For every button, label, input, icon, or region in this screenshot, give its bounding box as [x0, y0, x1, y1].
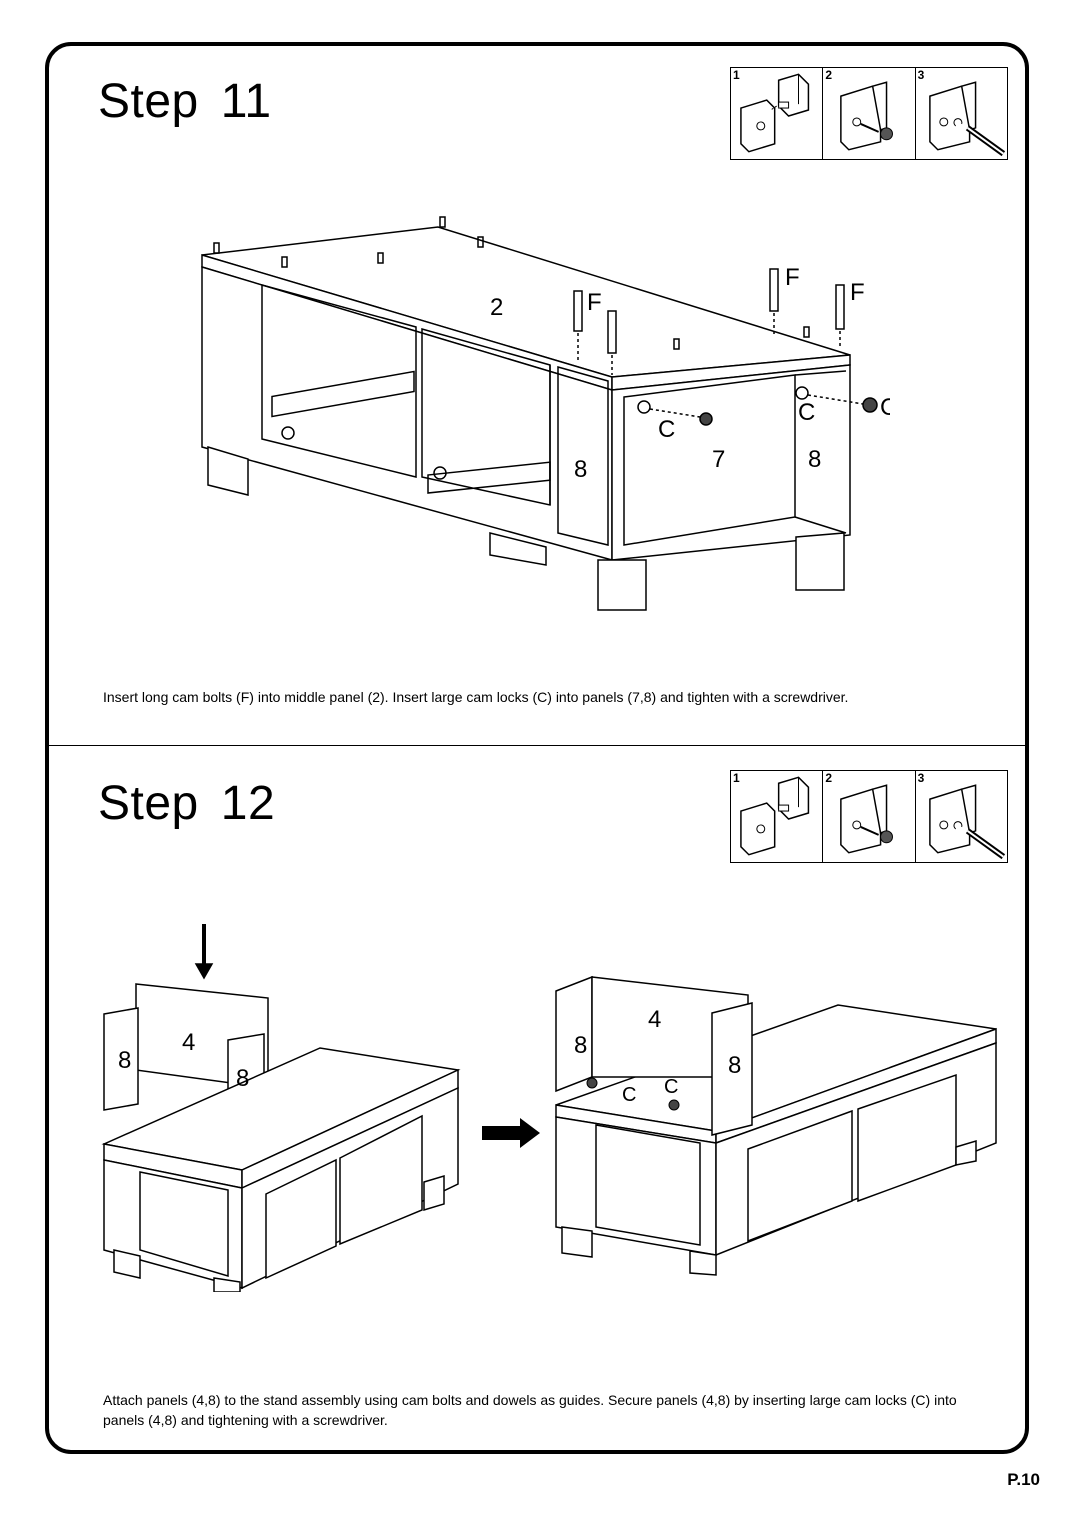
- screwdriver-tighten-icon: [928, 784, 1005, 860]
- step-12-after-illustration: 8 4 8 C C: [555, 975, 997, 1276]
- cam-lock-label-c: C: [658, 416, 675, 443]
- panel-label-4: 4: [182, 1029, 195, 1056]
- cell-number: 3: [917, 771, 925, 785]
- panel-label-2: 2: [490, 294, 503, 321]
- cam-bolt-label-f: F: [850, 279, 865, 306]
- panel-label-8: 8: [574, 1032, 587, 1059]
- cam-lock-insert-icon: [840, 81, 894, 151]
- step-12-before-illustration: 8 4 8: [101, 924, 461, 1292]
- cam-lock-label-c: C: [880, 394, 890, 421]
- step-12-cam-cell-3: 3: [916, 771, 1007, 862]
- panel-label-7: 7: [712, 446, 725, 473]
- step-12-word: Step: [98, 777, 199, 830]
- page-number: P.10: [1007, 1470, 1040, 1489]
- cam-lock-label-c: C: [798, 399, 815, 426]
- step-12-cam-cell-1: 1: [731, 771, 824, 862]
- step-12-title: Step 12: [98, 780, 275, 828]
- screwdriver-tighten-icon: [928, 81, 1005, 157]
- step-11-word: Step: [98, 75, 199, 128]
- step-11-instructions: Insert long cam bolts (F) into middle pa…: [103, 689, 849, 705]
- page-frame: [45, 42, 1029, 1454]
- cam-bolt-label-f: F: [785, 264, 800, 291]
- panel-label-8: 8: [118, 1047, 131, 1074]
- panel-label-8: 8: [574, 456, 587, 483]
- step-11-cam-cell-3: 3: [916, 68, 1007, 159]
- panel-label-8: 8: [808, 446, 821, 473]
- step-12-cam-cell-2: 2: [823, 771, 916, 862]
- step-11-cam-cell-2: 2: [823, 68, 916, 159]
- step-11-number: 11: [220, 75, 272, 128]
- cell-number: 2: [825, 68, 833, 82]
- step-12-cam-lock-diagram: 1 2 3: [730, 770, 1008, 863]
- cam-lock-label-c: C: [664, 1076, 678, 1098]
- cell-number: 2: [825, 771, 833, 785]
- cam-bolt-label-f: F: [587, 289, 602, 316]
- cam-lock-label-c: C: [622, 1084, 636, 1106]
- right-arrow-icon: [482, 1118, 540, 1148]
- step-12-instructions: Attach panels (4,8) to the stand assembl…: [103, 1392, 957, 1428]
- step-divider: [49, 745, 1025, 746]
- cell-number: 1: [733, 771, 740, 785]
- cell-number: 3: [917, 68, 925, 82]
- step-11-cam-lock-diagram: 1 2 3: [730, 67, 1008, 160]
- panel-label-8: 8: [236, 1065, 249, 1092]
- cam-insert-bolt-icon: [740, 73, 810, 153]
- step-11-assembly-illustration: 2 F F F C C C 8 7 8: [201, 216, 890, 611]
- panel-label-4: 4: [648, 1006, 661, 1033]
- cell-number: 1: [733, 68, 740, 82]
- panel-label-8: 8: [728, 1052, 741, 1079]
- cam-insert-bolt-icon: [740, 776, 810, 856]
- cam-lock-insert-icon: [840, 784, 894, 854]
- step-11-cam-cell-1: 1: [731, 68, 824, 159]
- step-12-number: 12: [220, 777, 276, 830]
- step-11-title: Step 11: [98, 78, 272, 126]
